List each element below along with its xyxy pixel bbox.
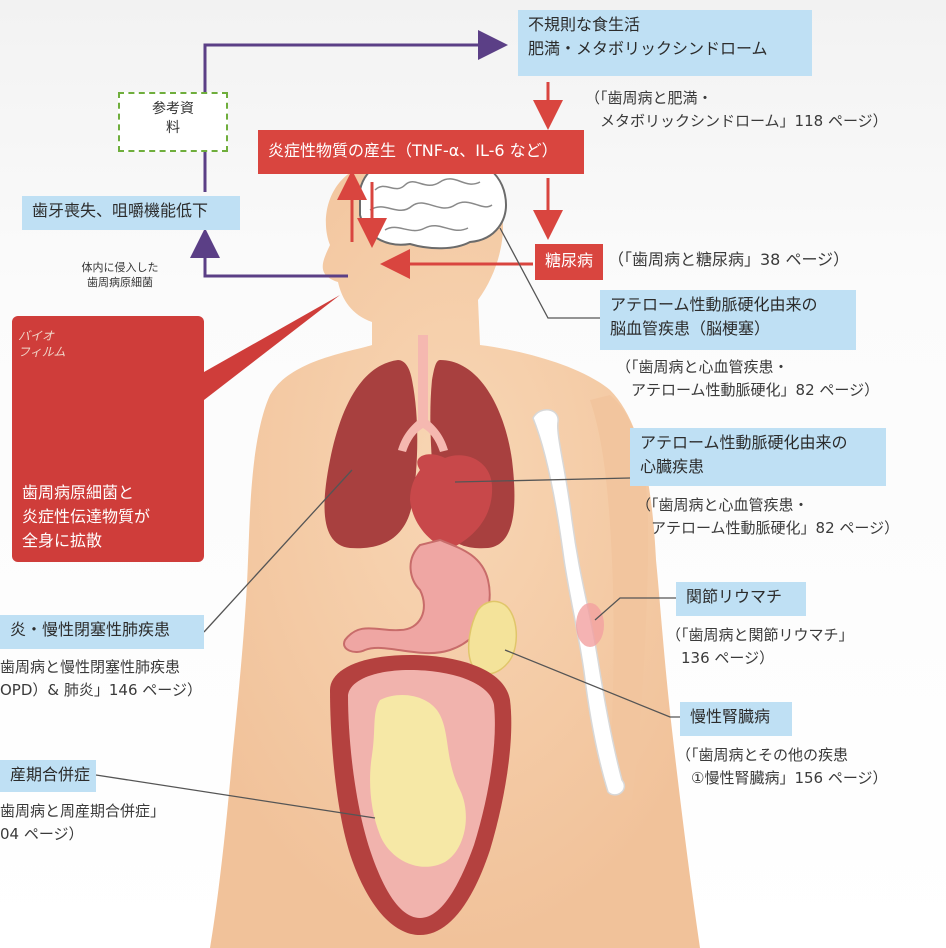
heart-ref: （「歯周病と心血管疾患・ アテローム性動脈硬化」82 ページ） [636,494,899,540]
rheumatism-box: 関節リウマチ [676,582,806,616]
lung-box: 炎・慢性閉塞性肺疾患 [0,615,204,649]
invading-bacteria-label: 体内に侵入した 歯周病原細菌 [60,260,180,290]
inflammation-box: 炎症性物質の産生（TNF-α、IL-6 など） [258,130,584,174]
lifestyle-ref: （「歯周病と肥満・ メタボリックシンドローム」118 ページ） [585,87,888,133]
diabetes-ref: （「歯周病と糖尿病」38 ページ） [608,248,849,271]
kidney-ref: （「歯周病とその他の疾患 ①慢性腎臓病」156 ページ） [676,744,888,790]
lifestyle-box: 不規則な食生活 肥満・メタボリックシンドローム [518,10,812,76]
reference-note: 参考資 料 [118,92,228,152]
diabetes-box: 糖尿病 [535,244,603,280]
perinatal-box: 産期合併症 [0,760,96,792]
spread-text: 歯周病原細菌と 炎症性伝達物質が 全身に拡散 [22,481,194,553]
perinatal-ref: 歯周病と周産期合併症」 04 ページ） [0,800,165,846]
stroke-ref: （「歯周病と心血管疾患・ アテローム性動脈硬化」82 ページ） [616,356,879,402]
biofilm-label: バイオ フィルム [18,328,66,360]
stroke-box: アテローム性動脈硬化由来の 脳血管疾患（脳梗塞） [600,290,856,350]
lung-ref: 歯周病と慢性閉塞性肺疾患 OPD）& 肺炎」146 ページ） [0,656,202,702]
tooth-loss-box: 歯牙喪失、咀嚼機能低下 [22,196,240,230]
rheumatism-ref: （「歯周病と関節リウマチ」 136 ページ） [666,624,854,670]
kidney-box: 慢性腎臓病 [680,702,792,736]
heart-box: アテローム性動脈硬化由来の 心臓疾患 [630,428,886,486]
